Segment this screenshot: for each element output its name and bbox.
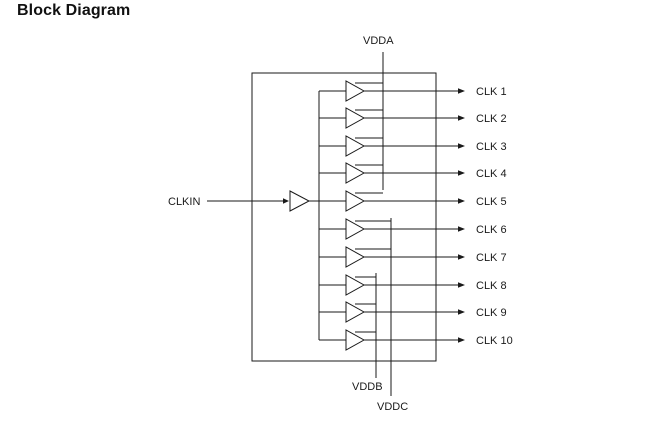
- vdda-label: VDDA: [363, 35, 394, 47]
- output-buffer-1: [345, 80, 366, 102]
- output-buffer-5: [345, 190, 366, 212]
- output-4-label: CLK 4: [476, 168, 507, 180]
- output-1-arrowhead: [458, 88, 465, 94]
- output-10-arrowhead: [458, 337, 465, 343]
- output-1-label: CLK 1: [476, 86, 507, 98]
- output-8-label: CLK 8: [476, 280, 507, 292]
- output-buffer-10: [345, 329, 366, 351]
- output-buffer-3: [345, 135, 366, 157]
- output-6-arrowhead: [458, 226, 465, 232]
- output-buffer-7: [345, 246, 366, 268]
- clkin-arrowhead: [283, 198, 289, 204]
- output-2-arrowhead: [458, 115, 465, 121]
- output-9-arrowhead: [458, 309, 465, 315]
- output-3-arrowhead: [458, 143, 465, 149]
- output-buffer-2: [345, 107, 366, 129]
- output-6-label: CLK 6: [476, 224, 507, 236]
- output-lines: CLK 1 CLK 2 CLK 3 CLK 4 CLK 5 CLK 6 CLK 7 CLK 8…: [364, 86, 513, 347]
- chip-outline: [251, 72, 437, 362]
- output-buffer-bank: [319, 80, 391, 351]
- output-7-arrowhead: [458, 254, 465, 260]
- input-buffer: [289, 190, 311, 212]
- output-buffer-8: [345, 274, 366, 296]
- page-title: Block Diagram: [17, 2, 131, 19]
- output-buffer-6: [345, 218, 366, 240]
- vddb-label: VDDB: [352, 381, 383, 393]
- output-9-label: CLK 9: [476, 307, 507, 319]
- clkin-label: CLKIN: [168, 196, 200, 208]
- output-5-label: CLK 5: [476, 196, 507, 208]
- output-2-label: CLK 2: [476, 113, 507, 125]
- output-7-label: CLK 7: [476, 252, 507, 264]
- output-3-label: CLK 3: [476, 141, 507, 153]
- output-buffer-9: [345, 301, 366, 323]
- output-5-arrowhead: [458, 198, 465, 204]
- output-buffer-4: [345, 162, 366, 184]
- output-4-arrowhead: [458, 170, 465, 176]
- output-10-label: CLK 10: [476, 335, 513, 347]
- vddc-label: VDDC: [377, 401, 408, 413]
- output-8-arrowhead: [458, 282, 465, 288]
